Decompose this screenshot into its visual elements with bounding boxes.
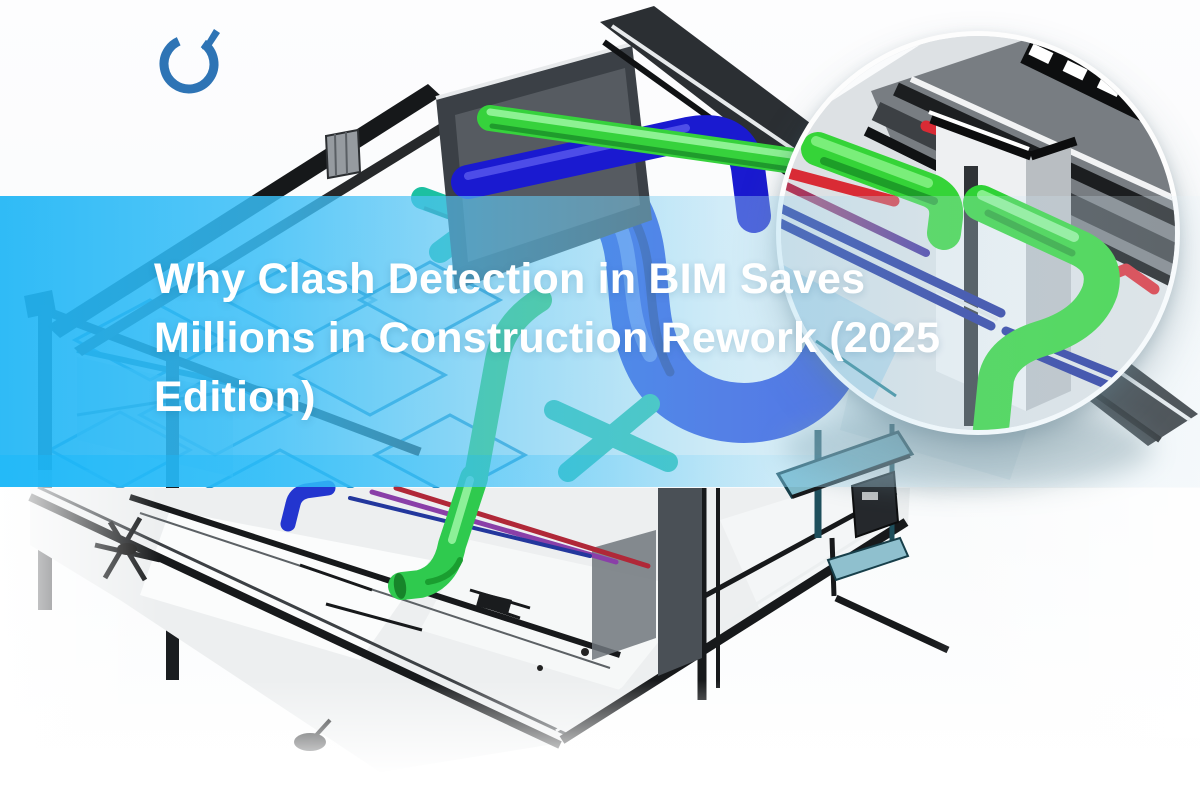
title-line-2: Millions in Construction Rework (2025 bbox=[154, 314, 941, 362]
title-banner-overlay bbox=[0, 196, 1200, 487]
duct-blue-elbow-small bbox=[280, 480, 336, 532]
right-fade bbox=[930, 488, 1200, 738]
magnifier-highlight-wedge bbox=[794, 36, 926, 111]
banner-bottom-strip bbox=[0, 455, 1200, 487]
title-line-3: Edition) bbox=[154, 373, 316, 421]
brand-logo-icon bbox=[159, 29, 220, 94]
title-line-1: Why Clash Detection in BIM Saves bbox=[154, 255, 866, 303]
equipment-box bbox=[324, 128, 362, 180]
duct-green-drop bbox=[388, 464, 488, 600]
central-wall bbox=[658, 488, 702, 676]
left-fade bbox=[0, 470, 160, 800]
page-title: Why Clash Detection in BIM Saves Million… bbox=[154, 250, 1114, 427]
